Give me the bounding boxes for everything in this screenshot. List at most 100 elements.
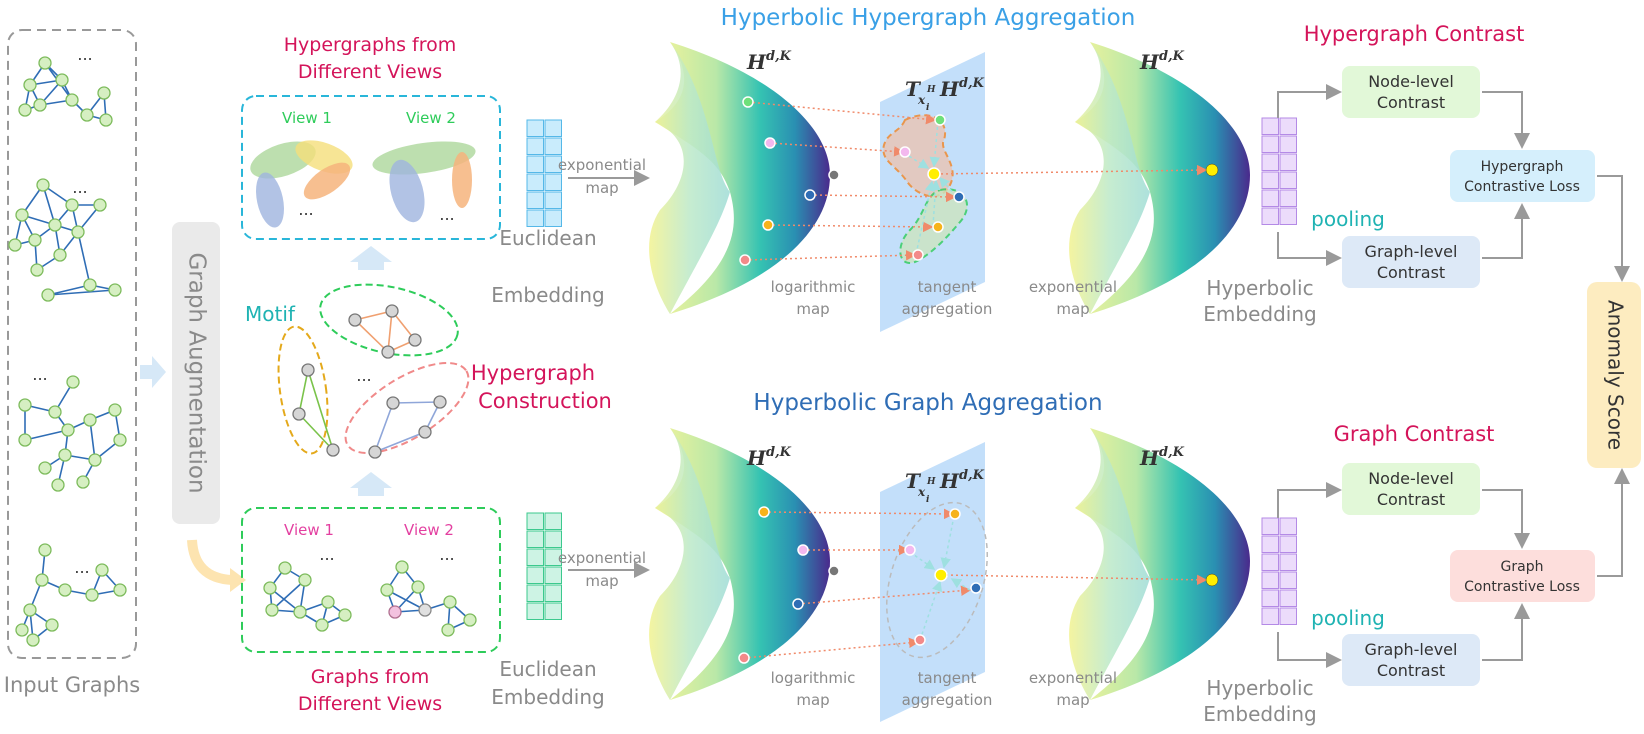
exp-map-manifold-bottom-line2: map <box>1056 691 1089 709</box>
h-label-top-left: H d,K <box>746 49 792 74</box>
hg-connectors <box>1277 84 1630 282</box>
node-pink <box>797 544 809 556</box>
graph-node <box>18 103 32 117</box>
graph-agg-title: Hyperbolic Graph Aggregation <box>753 390 1102 416</box>
pooling-bottom-label: pooling <box>1311 606 1385 630</box>
motif-label: Motif <box>245 302 296 326</box>
node-green <box>742 96 754 108</box>
embedding-cell <box>1261 189 1279 207</box>
tangent-agg-top-line2: aggregation <box>902 300 993 318</box>
manifold-top-left-front <box>649 42 730 314</box>
t-subsubscript: i <box>926 103 930 113</box>
embedding-cell <box>1279 607 1297 625</box>
h-label-bottom-right: H d,K <box>1139 445 1185 470</box>
graph-views-title-line2: Different Views <box>298 693 442 715</box>
graph-edge <box>392 401 441 404</box>
graph-node <box>71 225 85 239</box>
embedding-cell <box>1261 171 1279 189</box>
graph-edge <box>77 231 91 286</box>
hg-node-level-line2: Contrast <box>1377 93 1445 112</box>
t-subsuperscript: H <box>926 477 936 487</box>
hypergraph-view2-ellipsis: ... <box>439 205 454 224</box>
hg-graph-level-line2: Contrast <box>1377 263 1445 282</box>
graph-node <box>18 433 32 447</box>
tangent-agg-bottom-line2: aggregation <box>902 691 993 709</box>
input-graph-3 <box>18 375 127 492</box>
embedding-cell <box>1279 517 1297 535</box>
graph-node <box>418 425 432 439</box>
input-graphs-label: Input Graphs <box>4 673 140 697</box>
motif-graphs <box>292 304 447 459</box>
tangent-node-green <box>934 114 946 126</box>
exp-map-bottom-line2: map <box>585 572 618 590</box>
graph-edge <box>298 369 309 415</box>
graph-edge <box>298 413 334 451</box>
graph-node <box>263 581 277 595</box>
graph-node <box>55 73 69 87</box>
graph-node <box>23 78 37 92</box>
g-loss-line2: Contrastive Loss <box>1464 579 1580 595</box>
exp-map-manifold-bottom-line1: exponential <box>1029 669 1117 687</box>
graph-node <box>411 580 425 594</box>
pooling-top-label: pooling <box>1311 207 1385 231</box>
graph-edge <box>47 284 91 296</box>
embedding-cell <box>526 530 544 548</box>
tangent-node-yellow <box>927 167 941 181</box>
graph-contrast-title: Graph Contrast <box>1334 422 1495 446</box>
g-graph-level-line1: Graph-level <box>1365 640 1458 659</box>
embedding-cell <box>1279 171 1297 189</box>
tangent-node-blue <box>953 191 965 203</box>
g-graph-level-line2: Contrast <box>1377 661 1445 680</box>
hypergraph-views-section: Hypergraphs from Different Views View 1 … <box>241 34 501 240</box>
g-node-level-line1: Node-level <box>1368 469 1454 488</box>
embedding-cell <box>526 173 544 191</box>
embedding-cell <box>544 191 562 209</box>
euclidean-top-line2: Embedding <box>491 283 604 307</box>
graph-views-section: View 1 View 2 ... ... Graphs from Differ… <box>241 507 501 715</box>
graph-node <box>35 573 49 587</box>
motif-section: Motif ... Hypergraph Construction <box>245 283 612 459</box>
hypergraph-view1-label: View 1 <box>282 109 332 127</box>
tangent-agg-top-line1: tangent <box>918 278 977 296</box>
node-gray <box>828 565 840 577</box>
t-subsubscript: i <box>926 495 930 505</box>
graph-node <box>51 478 65 492</box>
graph-node <box>28 233 42 247</box>
graph-node <box>85 588 99 602</box>
anomaly-score-label: Anomaly Score <box>1604 300 1628 450</box>
hg-loss-box <box>1450 150 1595 202</box>
log-map-top-line2: map <box>796 300 829 318</box>
graph-node <box>83 413 97 427</box>
embedding-cell <box>1261 153 1279 171</box>
euclidean-embedding-bottom: Euclidean Embedding exponential map <box>491 512 650 709</box>
node-orange <box>758 506 770 518</box>
graph-node <box>66 375 80 389</box>
h-symbol: H <box>746 446 767 470</box>
h-label-top-right: H d,K <box>1139 49 1185 74</box>
h-superscript: d,K <box>959 76 985 91</box>
euclidean-bottom-line2: Embedding <box>491 685 604 709</box>
graph-edge <box>374 402 394 453</box>
graph-node <box>381 345 395 359</box>
manifold-top-right-front <box>1069 42 1150 314</box>
exp-map-manifold-top-line1: exponential <box>1029 278 1117 296</box>
g-node-level-line2: Contrast <box>1377 490 1445 509</box>
hyperbolic-bottom-line2: Embedding <box>1203 702 1316 726</box>
node-pink <box>764 137 776 149</box>
node-red <box>738 652 750 664</box>
embedding-cell <box>1261 571 1279 589</box>
hyperbolic-top-line2: Embedding <box>1203 302 1316 326</box>
graph-node <box>386 396 400 410</box>
embedding-cell <box>1279 571 1297 589</box>
graph-node <box>65 93 79 107</box>
hypergraph-contrast-title: Hypergraph Contrast <box>1304 22 1525 46</box>
embedding-cell <box>526 209 544 227</box>
tangent-node-red <box>914 634 926 646</box>
tangent-node-orange <box>932 221 944 233</box>
graph-node <box>463 613 477 627</box>
embedding-cell <box>544 566 562 584</box>
augmentation-to-views-arrow <box>187 539 233 585</box>
graph-node <box>61 423 75 437</box>
hyperbolic-bottom-line1: Hyperbolic <box>1206 676 1313 700</box>
